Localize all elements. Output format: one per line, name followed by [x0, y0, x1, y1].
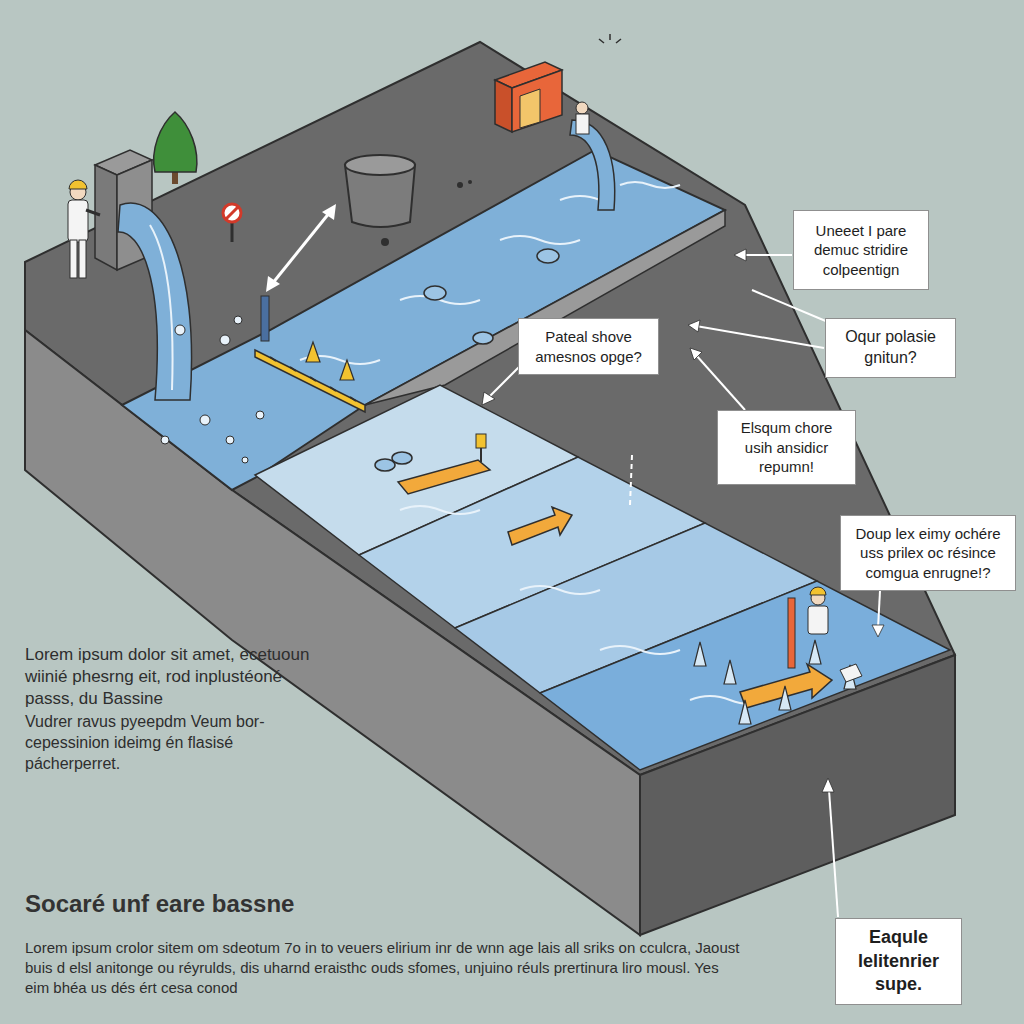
- traffic-cone: [306, 342, 320, 362]
- outlet-box: [95, 165, 117, 270]
- splash-drop: [234, 316, 242, 324]
- sign-post: [231, 222, 234, 242]
- leader-line: [696, 355, 745, 410]
- cone: [724, 660, 736, 684]
- leader-line: [488, 366, 520, 398]
- leader-head: [690, 348, 702, 360]
- hard-hat: [69, 180, 87, 189]
- splash-drop: [256, 411, 264, 419]
- traffic-cone: [340, 360, 354, 380]
- flow-arrow: [508, 507, 572, 545]
- tree: [154, 112, 197, 172]
- worker-leg: [79, 240, 86, 278]
- cone: [809, 640, 821, 664]
- channel-divider-wall: [365, 210, 725, 405]
- tool-box: [840, 664, 862, 682]
- worker: [68, 180, 100, 278]
- leader-line: [696, 326, 824, 348]
- tank-top: [345, 155, 415, 175]
- gauge: [476, 434, 486, 448]
- double-arrow: [272, 212, 330, 284]
- hut-door: [520, 89, 540, 128]
- worker-arm: [86, 210, 100, 215]
- callout-box: Pateal shove amesnos opge?: [518, 318, 659, 375]
- debris: [468, 180, 472, 184]
- cone: [779, 686, 791, 710]
- splash-drop: [220, 335, 230, 345]
- callout-text: Eaqule lelitenrier supe.: [843, 926, 954, 996]
- leader-line: [878, 591, 880, 628]
- leader-head: [734, 249, 746, 261]
- splash-drop: [242, 457, 248, 463]
- cone: [739, 700, 751, 724]
- worker-leg: [70, 240, 77, 278]
- bubble: [375, 459, 395, 471]
- hut-wall: [495, 80, 512, 132]
- worker-head: [576, 102, 588, 114]
- section-title: Socaré unf eare bassne: [25, 888, 625, 919]
- callout-text: Oqur polasie gnitun?: [833, 327, 948, 369]
- splash: [161, 316, 264, 463]
- leader-lines: [482, 249, 884, 917]
- flow-arrow: [398, 460, 490, 494]
- hut-wall: [512, 70, 562, 132]
- leader-head: [482, 392, 495, 405]
- callout-box: Eaqule lelitenrier supe.: [835, 918, 962, 1005]
- leader-line: [630, 455, 632, 505]
- worker-body: [68, 200, 88, 242]
- waterfall-highlight: [150, 225, 173, 390]
- hard-hat: [810, 587, 826, 595]
- callout-box: Oqur polasie gnitun?: [825, 318, 956, 378]
- leader-line: [742, 254, 792, 256]
- splash-drop: [175, 325, 185, 335]
- arrow-head: [266, 276, 280, 292]
- leader-head: [822, 778, 834, 792]
- callout-box: Elsqum chore usih ansidicr repumn!: [717, 410, 856, 485]
- valve-pipe: [788, 598, 795, 668]
- leader-line: [829, 790, 838, 917]
- splash-drop: [226, 436, 234, 444]
- debris: [381, 238, 389, 246]
- platform-top: [25, 42, 955, 775]
- bubble: [392, 452, 412, 464]
- barrier-stripes: [270, 357, 356, 401]
- callout-text: Uneeet I pare demuc stridire colpeentign: [801, 221, 921, 280]
- sign-slash: [226, 207, 238, 219]
- bubble: [473, 332, 493, 344]
- waterfall: [118, 203, 192, 400]
- callout-text: Elsqum chore usih ansidicr repumn!: [725, 418, 848, 477]
- light-rays: [599, 34, 621, 43]
- callout-text: Doup lex eimy ochére uss prilex oc résin…: [848, 524, 1008, 583]
- water-ripples: [400, 506, 770, 704]
- bubble: [537, 249, 559, 263]
- cone: [694, 642, 706, 666]
- gauge-stem: [480, 448, 482, 462]
- post: [261, 296, 269, 341]
- callout-box: Doup lex eimy ochére uss prilex oc résin…: [840, 515, 1016, 591]
- leader-head: [688, 320, 700, 332]
- body-text: Vudrer ravus pyeepdm Veum bor- cepessini…: [25, 712, 300, 774]
- debris: [457, 182, 463, 188]
- callout-text: Pateal shove amesnos opge?: [526, 327, 651, 366]
- bubble: [424, 286, 446, 300]
- no-entry-sign: [223, 204, 241, 222]
- leader-head: [872, 625, 884, 637]
- worker-body: [808, 606, 828, 634]
- worker-body: [576, 114, 589, 134]
- splash-drop: [161, 436, 169, 444]
- splash-drop: [200, 415, 210, 425]
- basin-band: [540, 581, 950, 770]
- body-text: Lorem ipsum dolor sit amet, ecetuoun wii…: [25, 644, 325, 710]
- arrow-head: [322, 204, 336, 220]
- caption-paragraph: Lorem ipsum crolor sitem om sdeotum 7o i…: [25, 938, 745, 998]
- callout-box: Uneeet I pare demuc stridire colpeentign: [793, 210, 929, 290]
- leader-line: [752, 290, 828, 322]
